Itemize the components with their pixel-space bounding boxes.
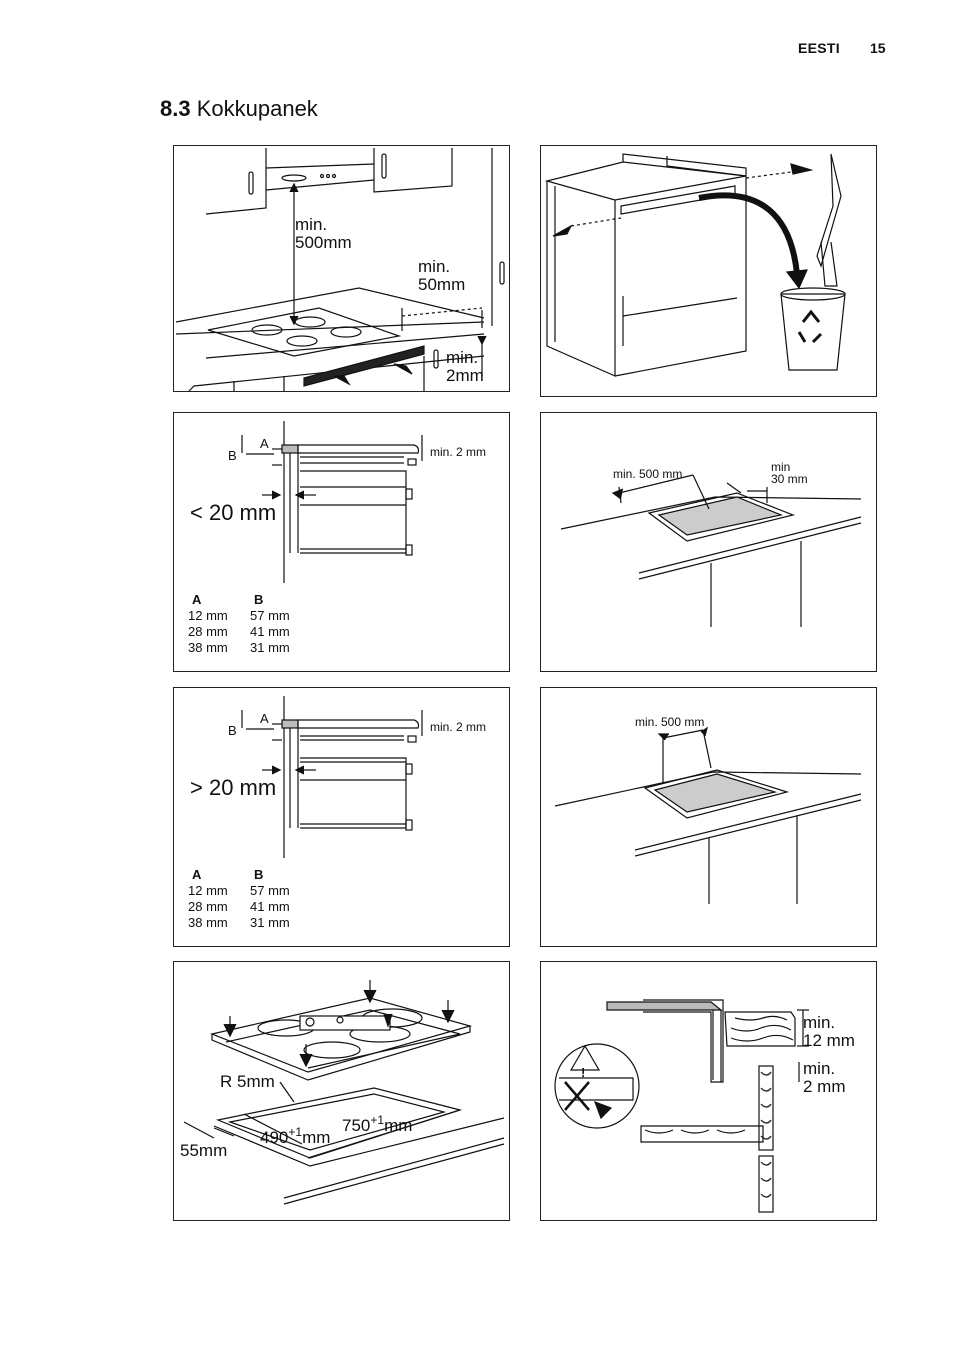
gap-distance-label: min.2mm xyxy=(446,348,484,386)
depth-unit: mm xyxy=(302,1128,331,1147)
table-row-1-a: 12 mm xyxy=(188,608,228,623)
gap-dist-text: 2mm xyxy=(446,366,484,386)
figure-remove-panel xyxy=(540,145,877,397)
worktop-thickness-illustration xyxy=(554,999,809,1213)
min-gap-label: min. 2 mm xyxy=(430,720,487,734)
figure-cutout-wall-2: min. 500 mm xyxy=(540,687,877,947)
table-row-2-b: 41 mm xyxy=(250,899,290,914)
edge-label: 55mm xyxy=(180,1141,228,1160)
gap-under-20-illustration xyxy=(241,421,423,583)
section-number: 8.3 xyxy=(160,96,191,121)
worktop-min-text: min. xyxy=(803,1013,836,1032)
width-value: 750 xyxy=(342,1116,371,1135)
radius-label: R 5mm xyxy=(220,1072,275,1091)
min-edge-text: min xyxy=(771,460,791,474)
table-row-2-a: 28 mm xyxy=(188,899,228,914)
width-unit: mm xyxy=(384,1116,413,1135)
table-row-1-a: 12 mm xyxy=(188,883,228,898)
table-row-2-a: 28 mm xyxy=(188,624,228,639)
gap-label: min.2 mm xyxy=(803,1059,846,1097)
table-row-3-a: 38 mm xyxy=(188,915,228,930)
gap-dist-text: 2 mm xyxy=(803,1077,846,1097)
gap-min-text: min. xyxy=(803,1059,836,1078)
page-number: 15 xyxy=(870,40,886,56)
figure-cutout-dimensions: R 5mm 490+1mm 750+1mm 55mm xyxy=(173,961,510,1221)
width-label: 750+1mm xyxy=(342,1114,412,1135)
depth-value: 490 xyxy=(260,1128,289,1147)
table-header-b: B xyxy=(254,592,264,607)
distance-label: < 20 mm xyxy=(190,500,277,525)
warning-icon: ! xyxy=(581,1065,586,1080)
table-header-b: B xyxy=(254,867,264,882)
wall-distance-label: min.50mm xyxy=(418,257,466,295)
table-row-2-b: 41 mm xyxy=(250,624,290,639)
min-wall-label: min. 500 mm xyxy=(613,467,683,481)
wall-dist-text: 50mm xyxy=(418,275,466,295)
worktop-thickness-label: min.12 mm xyxy=(803,1013,855,1051)
worktop-dist-text: 12 mm xyxy=(803,1031,855,1051)
table-row-3-b: 31 mm xyxy=(250,640,290,655)
cutout-wall-illustration xyxy=(560,474,862,627)
width-tolerance: +1 xyxy=(370,1113,385,1127)
section-title-text: Kokkupanek xyxy=(196,96,318,121)
table-row-1-b: 57 mm xyxy=(250,608,290,623)
figure-gap-over-20: A B min. 2 mm > 20 mm A B 12 mm 57 mm 28… xyxy=(173,687,510,947)
cutout-dimensions-illustration xyxy=(183,980,505,1205)
hood-distance-label: min.500mm xyxy=(295,215,352,253)
remove-panel-illustration xyxy=(544,153,846,377)
hood-dist-text: 500mm xyxy=(295,233,352,253)
header-language: EESTI xyxy=(798,40,840,56)
label-a: A xyxy=(260,711,269,726)
figure-gap-under-20: A B min. 2 mm < 20 mm A B 12 mm 57 mm 28… xyxy=(173,412,510,672)
hood-min-text: min. xyxy=(295,215,328,234)
distance-label: > 20 mm xyxy=(190,775,277,800)
table-header-a: A xyxy=(192,867,202,882)
table-row-3-a: 38 mm xyxy=(188,640,228,655)
min-edge-dist: 30 mm xyxy=(771,472,808,486)
label-b: B xyxy=(228,448,237,463)
table-header-a: A xyxy=(192,592,202,607)
label-a: A xyxy=(260,436,269,451)
label-b: B xyxy=(228,723,237,738)
gap-min-text: min. xyxy=(446,348,479,367)
clearance-illustration xyxy=(175,148,505,391)
min-wall-label: min. 500 mm xyxy=(635,715,705,729)
min-gap-label: min. 2 mm xyxy=(430,445,487,459)
depth-tolerance: +1 xyxy=(288,1125,303,1139)
cutout-wall-2-illustration xyxy=(554,726,862,904)
table-row-3-b: 31 mm xyxy=(250,915,290,930)
figure-clearances: min.500mm min.50mm min.2mm xyxy=(173,145,510,392)
table-row-1-b: 57 mm xyxy=(250,883,290,898)
figure-worktop-thickness: min.12 mm min.2 mm ! xyxy=(540,961,877,1221)
depth-label: 490+1mm xyxy=(260,1126,330,1147)
gap-over-20-illustration xyxy=(241,696,423,858)
wall-min-text: min. xyxy=(418,257,451,276)
section-title: 8.3 Kokkupanek xyxy=(160,96,318,122)
